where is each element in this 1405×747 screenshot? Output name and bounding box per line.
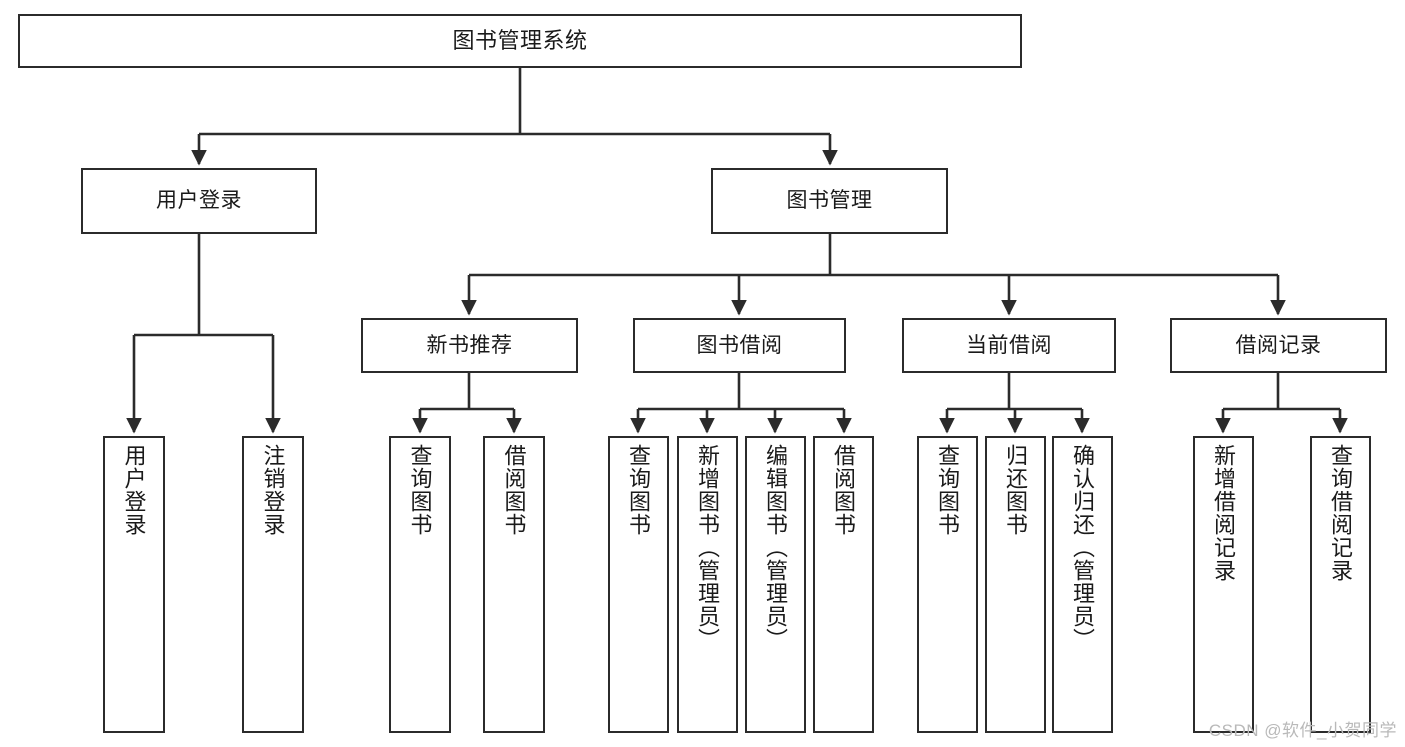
- node-leaf-query-record[interactable]: 查询借阅记录: [1310, 436, 1371, 733]
- node-leaf-query-book-2[interactable]: 查询图书: [608, 436, 669, 733]
- node-leaf-edit-book-label: 编辑图书（管理员）: [763, 444, 789, 651]
- node-book-borrow-label: 图书借阅: [696, 333, 783, 357]
- node-root-label: 图书管理系统: [452, 27, 588, 53]
- node-leaf-borrow-book-1[interactable]: 借阅图书: [483, 436, 545, 733]
- node-leaf-add-book-label: 新增图书（管理员）: [695, 444, 721, 651]
- node-borrow-record-label: 借阅记录: [1235, 333, 1322, 357]
- node-leaf-confirm-return-label: 确认归还（管理员）: [1070, 444, 1096, 651]
- node-leaf-edit-book[interactable]: 编辑图书（管理员）: [745, 436, 806, 733]
- node-leaf-add-record[interactable]: 新增借阅记录: [1193, 436, 1254, 733]
- node-new-book-recommend[interactable]: 新书推荐: [361, 318, 578, 373]
- node-leaf-query-book-3-label: 查询图书: [935, 444, 961, 536]
- node-leaf-borrow-book-2[interactable]: 借阅图书: [813, 436, 874, 733]
- node-leaf-confirm-return[interactable]: 确认归还（管理员）: [1052, 436, 1113, 733]
- watermark: CSDN @软件_小贺同学: [1208, 721, 1397, 740]
- node-new-book-recommend-label: 新书推荐: [426, 333, 513, 357]
- node-leaf-query-book-2-label: 查询图书: [626, 444, 652, 536]
- node-book-manage[interactable]: 图书管理: [711, 168, 948, 234]
- node-user-login-label: 用户登录: [156, 189, 242, 213]
- node-leaf-query-record-label: 查询借阅记录: [1328, 444, 1354, 582]
- node-borrow-record[interactable]: 借阅记录: [1170, 318, 1387, 373]
- node-leaf-user-logout-label: 注销登录: [260, 444, 286, 536]
- node-leaf-return-book-label: 归还图书: [1003, 444, 1029, 536]
- node-leaf-borrow-book-1-label: 借阅图书: [501, 444, 527, 536]
- node-leaf-user-login[interactable]: 用户登录: [103, 436, 165, 733]
- node-current-borrow-label: 当前借阅: [966, 333, 1052, 357]
- node-leaf-add-record-label: 新增借阅记录: [1211, 444, 1237, 582]
- node-leaf-query-book-1[interactable]: 查询图书: [389, 436, 451, 733]
- node-book-borrow[interactable]: 图书借阅: [633, 318, 846, 373]
- node-leaf-query-book-3[interactable]: 查询图书: [917, 436, 978, 733]
- node-book-manage-label: 图书管理: [786, 189, 873, 213]
- node-leaf-user-login-label: 用户登录: [121, 444, 147, 536]
- node-root[interactable]: 图书管理系统: [18, 14, 1022, 68]
- node-user-login[interactable]: 用户登录: [81, 168, 317, 234]
- node-leaf-return-book[interactable]: 归还图书: [985, 436, 1046, 733]
- node-leaf-user-logout[interactable]: 注销登录: [242, 436, 304, 733]
- node-leaf-query-book-1-label: 查询图书: [407, 444, 433, 536]
- node-leaf-borrow-book-2-label: 借阅图书: [831, 444, 857, 536]
- node-leaf-add-book[interactable]: 新增图书（管理员）: [677, 436, 738, 733]
- node-current-borrow[interactable]: 当前借阅: [902, 318, 1116, 373]
